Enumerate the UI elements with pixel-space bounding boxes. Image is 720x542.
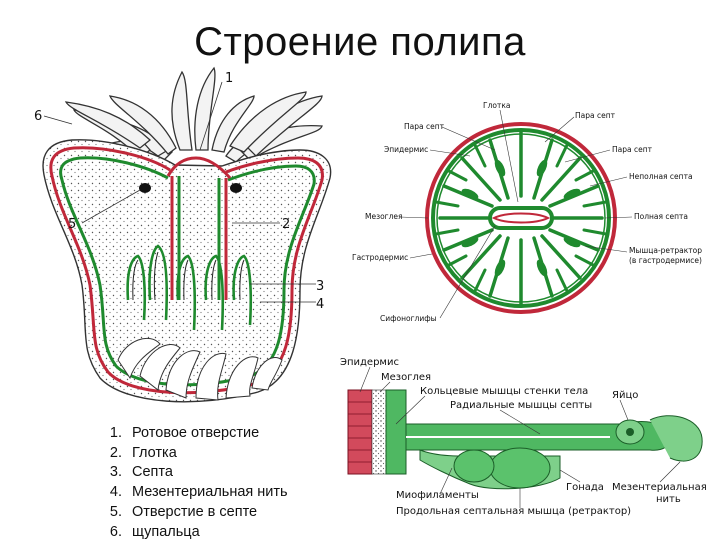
sd-label-radial-muscles: Радиальные мышцы септы bbox=[450, 400, 592, 411]
sd-label-egg: Яйцо bbox=[612, 390, 638, 401]
sd-label-mesoglea: Мезоглея bbox=[381, 372, 431, 383]
legend-item: 5. Отверстие в септе bbox=[92, 503, 288, 523]
sd-label-mesenterial-1: Мезентериальная bbox=[612, 482, 707, 493]
legend-item: 2. Глотка bbox=[92, 444, 288, 464]
legend-text: Ротовое отверстие bbox=[132, 424, 259, 444]
sd-label-mesenterial-2: нить bbox=[656, 494, 681, 505]
legend-num: 6. bbox=[92, 523, 132, 542]
label-2: 2 bbox=[282, 217, 290, 232]
label-3: 3 bbox=[316, 279, 324, 294]
label-1: 1 bbox=[225, 71, 233, 86]
legend-text: Отверстие в септе bbox=[132, 503, 257, 523]
legend-text: щупальца bbox=[132, 523, 200, 542]
cs-label-retractor-note: (в гастродермисе) bbox=[629, 256, 702, 265]
legend-item: 4. Мезентериальная нить bbox=[92, 483, 288, 503]
cs-label-mesoglea: Мезоглея bbox=[365, 212, 403, 221]
legend-text: Септа bbox=[132, 463, 173, 483]
sd-label-longitudinal-muscle: Продольная септальная мышца (ретрактор) bbox=[396, 506, 631, 517]
legend-num: 3. bbox=[92, 463, 132, 483]
cs-label-pair-septa-left: Пара септ bbox=[404, 122, 445, 131]
legend-item: 1. Ротовое отверстие bbox=[92, 424, 288, 444]
cs-label-pair-septa-right-top: Пара септ bbox=[575, 111, 616, 120]
legend-num: 5. bbox=[92, 503, 132, 523]
septum-detail-diagram: Эпидермис Мезоглея Кольцевые мышцы стенк… bbox=[340, 357, 707, 517]
label-4: 4 bbox=[316, 297, 324, 312]
legend-item: 3. Септа bbox=[92, 463, 288, 483]
polyp-section-drawing: 1 2 3 4 5 6 bbox=[34, 68, 331, 402]
legend-text: Мезентериальная нить bbox=[132, 483, 288, 503]
sd-label-epidermis: Эпидермис bbox=[340, 357, 399, 368]
cs-label-gastrodermis: Гастродермис bbox=[352, 253, 408, 262]
cs-label-pair-septa-right: Пара септ bbox=[612, 145, 653, 154]
septal-opening-left bbox=[139, 183, 151, 193]
legend-text: Глотка bbox=[132, 444, 177, 464]
cs-label-pharynx: Глотка bbox=[483, 101, 510, 110]
legend-num: 2. bbox=[92, 444, 132, 464]
cs-label-incomplete-septum: Неполная септа bbox=[629, 172, 693, 181]
sd-label-myofilaments: Миофиламенты bbox=[396, 490, 479, 501]
legend-num: 4. bbox=[92, 483, 132, 503]
cs-label-epidermis: Эпидермис bbox=[384, 145, 428, 154]
detail-epidermis-block bbox=[348, 390, 372, 474]
detail-gonad bbox=[490, 448, 550, 488]
legend-num: 1. bbox=[92, 424, 132, 444]
sd-label-circular-muscles: Кольцевые мышцы стенки тела bbox=[420, 386, 588, 397]
label-6: 6 bbox=[34, 109, 42, 124]
cs-label-siphonoglyphs: Сифоноглифы bbox=[380, 314, 437, 323]
legend-list: 1. Ротовое отверстие 2. Глотка 3. Септа … bbox=[92, 424, 288, 542]
sd-label-gonad: Гонада bbox=[566, 482, 604, 493]
cs-label-retractor: Мышца-ретрактор bbox=[629, 246, 702, 255]
cross-section-diagram: Глотка Пара септ Пара септ Эпидермис Пар… bbox=[352, 101, 702, 323]
label-5: 5 bbox=[68, 217, 76, 232]
cs-label-complete-septum: Полная септа bbox=[634, 212, 688, 221]
legend-item: 6. щупальца bbox=[92, 523, 288, 542]
septal-opening-right bbox=[230, 183, 242, 193]
